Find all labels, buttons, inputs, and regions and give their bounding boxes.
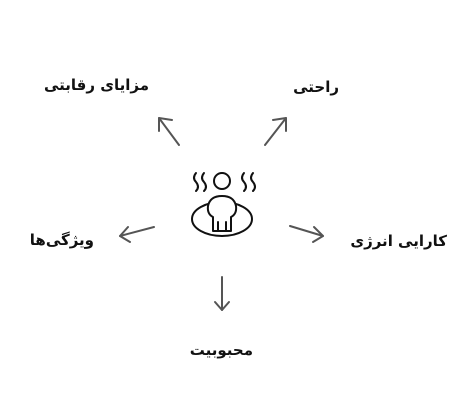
steam-wave-left-icon — [193, 172, 199, 192]
person-head-icon — [213, 172, 231, 190]
label-competitive-advantages: مزایای رقابتی — [43, 76, 149, 94]
steam-wave-right-icon — [250, 172, 256, 192]
arrows — [119, 117, 324, 311]
arrow-comfort — [264, 117, 287, 146]
steam-wave-left-inner-icon — [201, 172, 207, 192]
person-body-icon — [206, 195, 238, 232]
sauna-user-icon — [191, 172, 256, 237]
label-comfort: راحتی — [293, 78, 339, 96]
person-torso-detail-icon — [217, 221, 227, 231]
steam-wave-right-inner-icon — [241, 172, 247, 192]
arrow-energy-efficiency — [289, 225, 324, 243]
label-features: ویژگی‌ها — [29, 231, 94, 249]
arrow-competitive-advantages — [158, 117, 180, 146]
label-energy-efficiency: کارایی انرژی — [350, 232, 447, 250]
arrow-popularity — [214, 276, 230, 311]
label-popularity: محبوبیت — [189, 341, 253, 359]
arrow-features — [119, 226, 155, 243]
